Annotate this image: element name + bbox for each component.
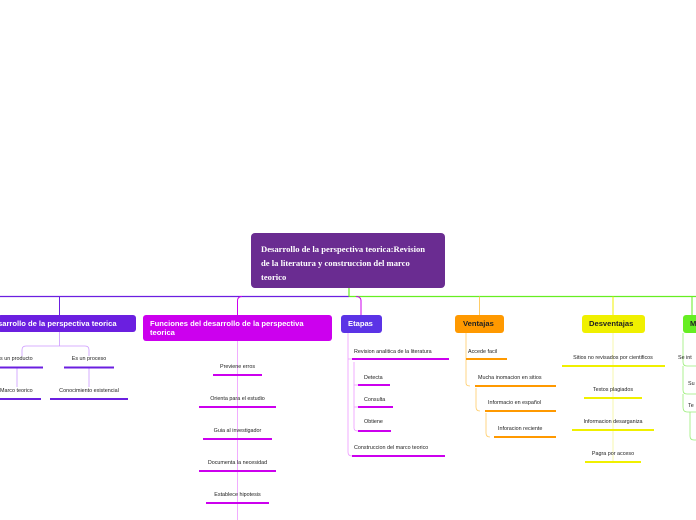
topic-desventajas-label: Desventajas — [589, 319, 634, 328]
subtopic-label[interactable]: Informacion desarganiza — [583, 419, 643, 425]
subtopic-label[interactable]: Revision analitica de la literatura — [354, 349, 432, 355]
central-topic-label: Desarrollo de la perspectiva teorica:Rev… — [261, 244, 426, 282]
subtopic-label[interactable]: Consulta — [364, 397, 386, 403]
subtopic-label[interactable]: Se int — [678, 355, 692, 361]
subtopic-label[interactable]: Sitios no revisados por cientificos — [573, 355, 653, 361]
subtopic-label[interactable]: Documenta la necesidad — [207, 460, 268, 466]
subtopic-label[interactable]: Marco teorico — [0, 388, 33, 394]
subtopic-label[interactable]: Su — [688, 381, 695, 387]
topic-desarrollo-label: sarrollo de la perspectiva teorica — [0, 319, 117, 328]
subtopic-label[interactable]: Inforacion reciente — [498, 426, 543, 432]
subtopic-label[interactable]: Construccion del marco teorico — [354, 445, 429, 451]
subtopic-label[interactable]: Previene erros — [219, 364, 256, 370]
subtopic-label[interactable]: Obtiene — [364, 419, 383, 425]
subtopic-label[interactable]: Te — [688, 403, 694, 409]
subtopic-label[interactable]: Establece hipotesis — [214, 492, 261, 498]
subtopic-label[interactable]: Mucha inomacion en sitios — [478, 375, 542, 381]
subtopic-label[interactable]: Accede facil — [468, 349, 498, 355]
subtopic-label[interactable]: Guia al investigador — [213, 428, 262, 434]
topic-funciones[interactable]: Funciones del desarrollo de la perspecti… — [143, 315, 332, 341]
topic-etapas[interactable]: Etapas — [341, 315, 382, 333]
topic-desventajas[interactable]: Desventajas — [582, 315, 645, 333]
subtopic-label[interactable]: Orienta para el estudio — [210, 396, 265, 402]
topic-funciones-label: Funciones del desarrollo de la perspecti… — [150, 319, 304, 337]
subtopic-label[interactable]: Es un proceso — [71, 356, 107, 362]
central-topic[interactable]: Desarrollo de la perspectiva teorica:Rev… — [251, 233, 445, 288]
subtopic-label[interactable]: Pagra por acceso — [591, 451, 635, 457]
subtopic-label[interactable]: Textos plagiados — [592, 387, 634, 393]
topic-desarrollo[interactable]: sarrollo de la perspectiva teorica — [0, 315, 136, 332]
subtopic-label[interactable]: Informacio en español — [488, 400, 542, 406]
topic-ventajas[interactable]: Ventajas — [455, 315, 504, 333]
topic-m[interactable]: M — [683, 315, 696, 333]
topic-m-label: M — [690, 319, 696, 328]
subtopic-label[interactable]: Detecta — [364, 375, 383, 381]
topic-ventajas-label: Ventajas — [463, 319, 494, 328]
subtopic-label[interactable]: s un producto — [0, 356, 33, 362]
topic-etapas-label: Etapas — [348, 319, 373, 328]
subtopic-label[interactable]: Conocimiento existencial — [59, 388, 119, 394]
